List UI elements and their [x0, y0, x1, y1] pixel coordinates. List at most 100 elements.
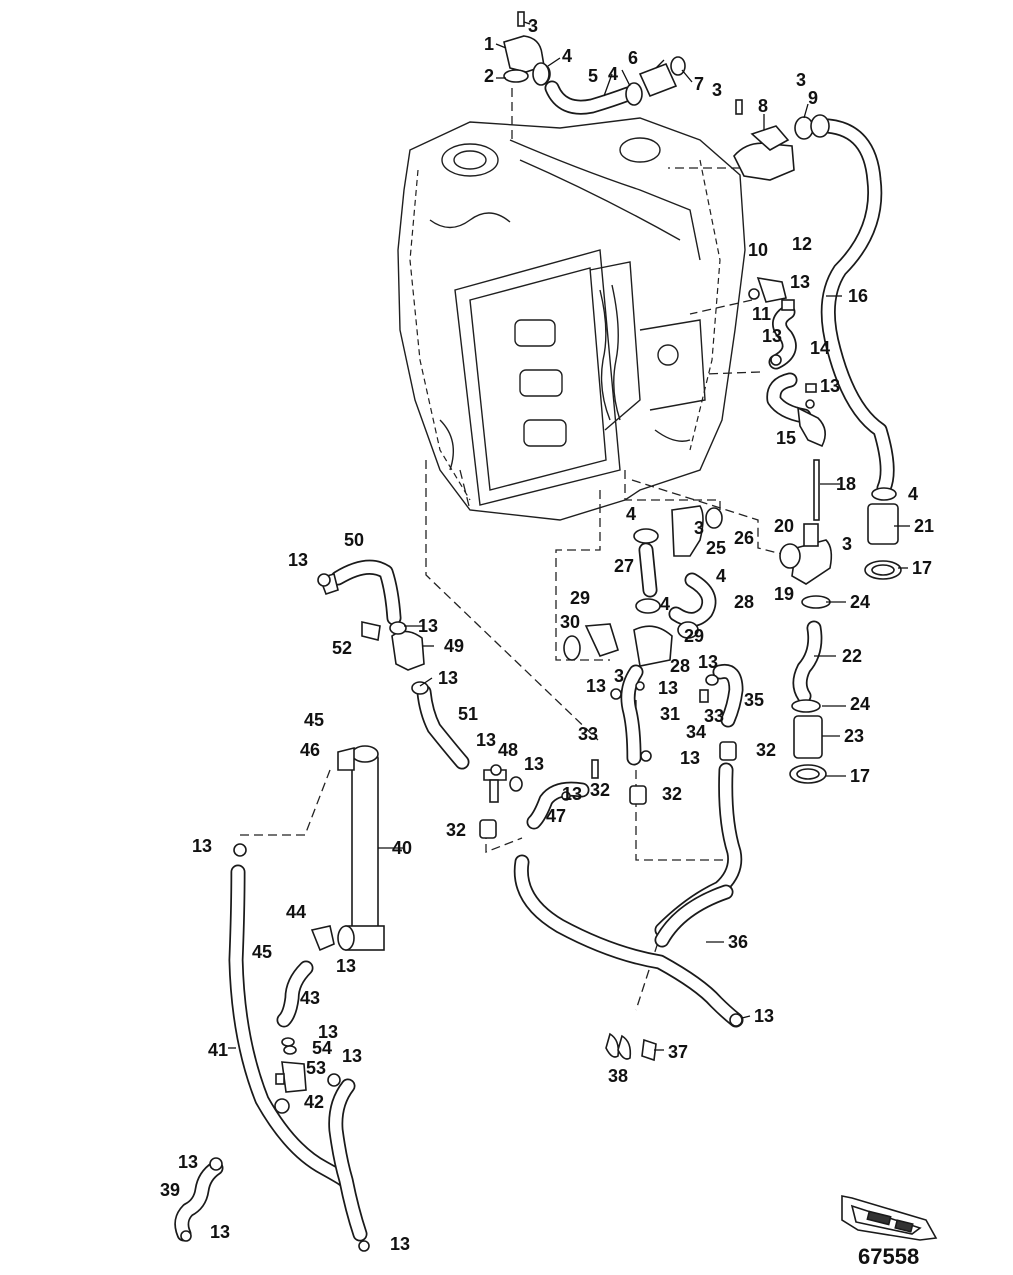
callout-3: 3	[796, 70, 806, 90]
callout-4: 4	[562, 46, 572, 66]
callout-32: 32	[446, 820, 466, 840]
callout-29: 29	[570, 588, 590, 608]
callout-13: 13	[342, 1046, 362, 1066]
callout-11: 11	[752, 304, 771, 324]
callout-33: 33	[704, 706, 724, 726]
callout-3: 3	[842, 534, 852, 554]
callout-52: 52	[332, 638, 352, 658]
callout-6: 6	[628, 48, 638, 68]
callout-13: 13	[820, 376, 840, 396]
callout-39: 39	[160, 1180, 180, 1200]
callout-42: 42	[304, 1092, 324, 1112]
callout-44: 44	[286, 902, 306, 922]
callout-47: 47	[546, 806, 566, 826]
callout-22: 22	[842, 646, 862, 666]
callout-13: 13	[178, 1152, 198, 1172]
callout-4: 4	[626, 504, 636, 524]
callout-1: 1	[484, 34, 494, 54]
callout-29: 29	[684, 626, 704, 646]
callout-9: 9	[808, 88, 818, 108]
callout-31: 31	[660, 704, 680, 724]
callout-13: 13	[192, 836, 212, 856]
callout-10: 10	[748, 240, 768, 260]
callout-34: 34	[686, 722, 706, 742]
callout-4: 4	[908, 484, 918, 504]
callout-4: 4	[608, 64, 618, 84]
callout-35: 35	[744, 690, 764, 710]
callout-28: 28	[670, 656, 690, 676]
callout-21: 21	[914, 516, 934, 536]
callout-45: 45	[252, 942, 272, 962]
leader-lines	[228, 21, 910, 1051]
callout-24: 24	[850, 694, 870, 714]
callout-3: 3	[694, 518, 704, 538]
callout-13: 13	[790, 272, 810, 292]
callout-36: 36	[728, 932, 748, 952]
callout-13: 13	[586, 676, 606, 696]
callout-labels: 3 1 4 2 6 4 7 5 3 3 8 9 10 12 13 16 11 1…	[160, 16, 934, 1254]
callout-46: 46	[300, 740, 320, 760]
callout-13: 13	[762, 326, 782, 346]
callout-18: 18	[836, 474, 856, 494]
callout-28: 28	[734, 592, 754, 612]
callout-33: 33	[578, 724, 598, 744]
callout-13: 13	[698, 652, 718, 672]
callout-38: 38	[608, 1066, 628, 1086]
callout-13: 13	[476, 730, 496, 750]
callout-13: 13	[336, 956, 356, 976]
callout-53: 53	[306, 1058, 326, 1078]
callout-20: 20	[774, 516, 794, 536]
callout-15: 15	[776, 428, 796, 448]
callout-13: 13	[390, 1234, 410, 1254]
callout-8: 8	[758, 96, 768, 116]
callout-3: 3	[614, 666, 624, 686]
callout-32: 32	[662, 784, 682, 804]
callout-3: 3	[712, 80, 722, 100]
callout-13: 13	[318, 1022, 338, 1042]
callout-30: 30	[560, 612, 580, 632]
callout-45: 45	[304, 710, 324, 730]
callout-13: 13	[658, 678, 678, 698]
callout-4: 4	[716, 566, 726, 586]
callout-43: 43	[300, 988, 320, 1008]
callout-2: 2	[484, 66, 494, 86]
callout-24: 24	[850, 592, 870, 612]
callout-32: 32	[590, 780, 610, 800]
callout-40: 40	[392, 838, 412, 858]
callout-13: 13	[562, 784, 582, 804]
callout-17: 17	[912, 558, 932, 578]
callout-26: 26	[734, 528, 754, 548]
hoses	[174, 80, 895, 1242]
callout-48: 48	[498, 740, 518, 760]
callout-27: 27	[614, 556, 634, 576]
callout-13: 13	[418, 616, 438, 636]
callout-13: 13	[680, 748, 700, 768]
callout-51: 51	[458, 704, 478, 724]
callout-13: 13	[754, 1006, 774, 1026]
callout-49: 49	[444, 636, 464, 656]
callout-13: 13	[438, 668, 458, 688]
callout-3: 3	[528, 16, 538, 36]
callout-4: 4	[660, 594, 670, 614]
callout-25: 25	[706, 538, 726, 558]
callout-37: 37	[668, 1042, 688, 1062]
callout-13: 13	[288, 550, 308, 570]
callout-23: 23	[844, 726, 864, 746]
callout-13: 13	[524, 754, 544, 774]
engine-block	[397, 117, 746, 521]
callout-5: 5	[588, 66, 598, 86]
callout-13: 13	[210, 1222, 230, 1242]
callout-41: 41	[208, 1040, 228, 1060]
callout-14: 14	[810, 338, 830, 358]
figure-id: 67558	[858, 1244, 919, 1269]
boat-orientation-icon	[841, 1195, 938, 1241]
components	[180, 11, 902, 1252]
callout-17: 17	[850, 766, 870, 786]
callout-16: 16	[848, 286, 868, 306]
callout-19: 19	[774, 584, 794, 604]
callout-32: 32	[756, 740, 776, 760]
callout-54: 54	[312, 1038, 332, 1058]
callout-50: 50	[344, 530, 364, 550]
callout-12: 12	[792, 234, 812, 254]
